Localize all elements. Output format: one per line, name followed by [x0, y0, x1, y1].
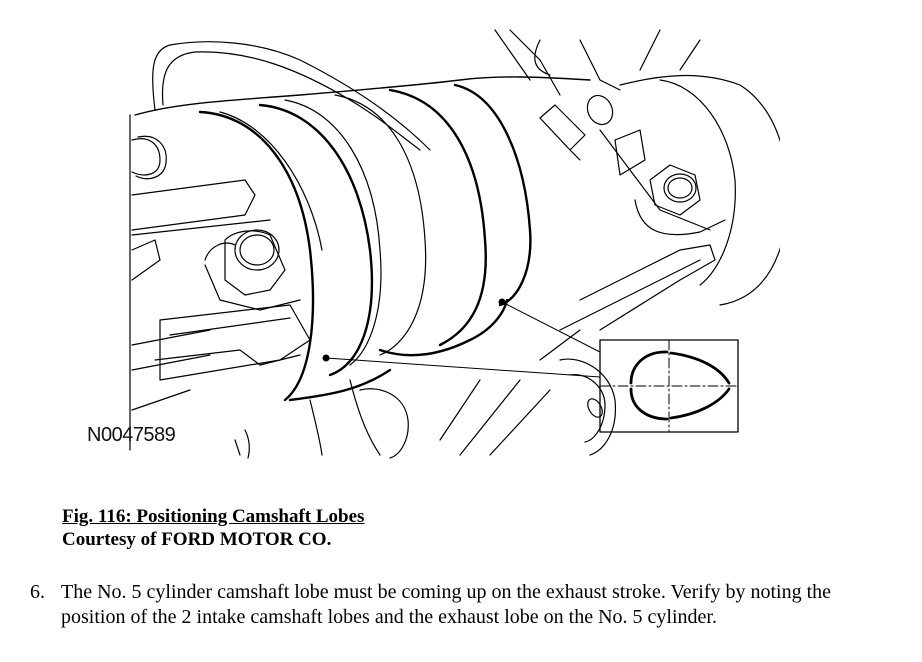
figure-credit: Courtesy of FORD MOTOR CO. — [62, 529, 332, 550]
camshaft-lobe-illustration-icon — [129, 29, 780, 459]
figure-title: Fig. 116: Positioning Camshaft Lobes — [62, 506, 365, 527]
step-number: 6. — [30, 581, 45, 603]
figure-caption: Fig. 116: Positioning Camshaft Lobes Cou… — [62, 505, 364, 551]
step-text: The No. 5 cylinder camshaft lobe must be… — [61, 581, 832, 628]
figure-camshaft-lobes: N0047589 — [60, 0, 780, 470]
procedure-step: 6. The No. 5 cylinder camshaft lobe must… — [30, 580, 890, 630]
figure-id-label: N0047589 — [87, 424, 176, 446]
